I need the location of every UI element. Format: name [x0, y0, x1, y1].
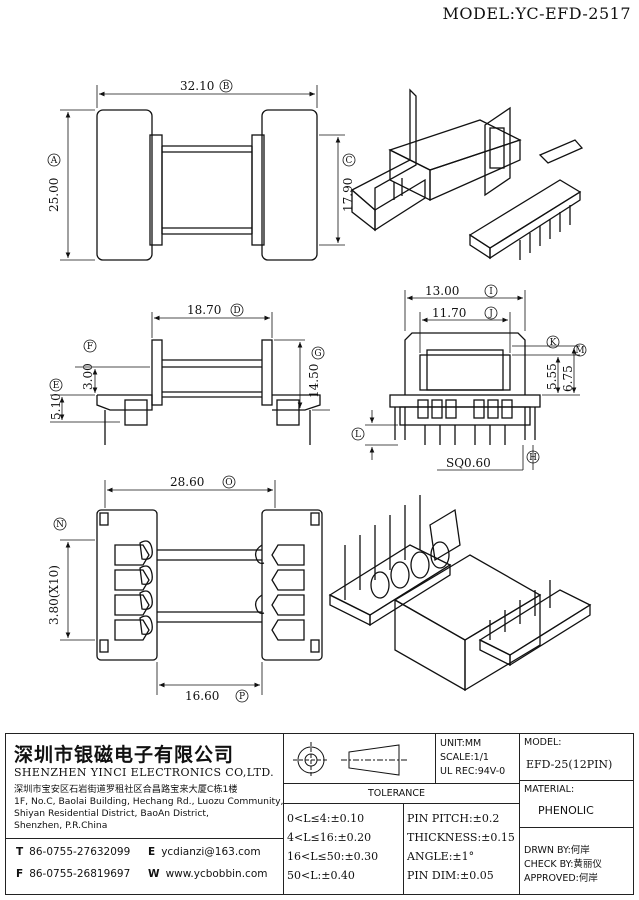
dim-bottom-n: 3.80(X10): [47, 565, 61, 625]
top-view: [96, 109, 318, 261]
ref-h: H: [529, 453, 537, 463]
angle: ANGLE:±1°: [407, 850, 475, 863]
material-value: PHENOLIC: [538, 804, 594, 817]
model-value: EFD-25(12PIN): [526, 758, 613, 771]
ref-o: O: [225, 478, 232, 488]
tol-4: 50<L:±0.40: [287, 869, 355, 882]
ref-j: J: [488, 309, 493, 319]
dim-front-m: 6.75: [561, 365, 575, 392]
tol-2: 4<L≤16:±0.20: [287, 831, 372, 844]
model-label: MODEL:: [524, 737, 562, 748]
address-en-1: 1F, No.C, Baolai Building, Hechang Rd., …: [14, 796, 284, 807]
thickness: THICKNESS:±0.15: [407, 831, 515, 844]
dim-front-k: 5.55: [545, 363, 559, 390]
ref-a: A: [50, 156, 58, 166]
front-view: [389, 332, 541, 445]
ref-g: G: [314, 349, 321, 359]
address-en-2: Shiyan Residential District, BaoAn Distr…: [14, 808, 209, 819]
ul-rec: UL REC:94V-0: [440, 766, 506, 777]
ref-n: N: [56, 520, 64, 530]
company-name-cn: 深圳市银磁电子有限公司: [14, 744, 235, 766]
ref-b: B: [223, 82, 230, 92]
dim-bottom-p: 16.60: [185, 689, 219, 703]
company-name-en: SHENZHEN YINCI ELECTRONICS CO,LTD.: [14, 766, 275, 779]
title-block: 深圳市银磁电子有限公司 SHENZHEN YINCI ELECTRONICS C…: [5, 733, 634, 895]
bottom-view: [96, 509, 323, 661]
projection-symbol: [293, 742, 407, 778]
pin-pitch: PIN PITCH:±0.2: [407, 812, 500, 825]
ref-m: M: [575, 346, 584, 356]
scale: SCALE:1/1: [440, 752, 489, 763]
unit: UNIT:MM: [440, 738, 482, 749]
tolerance-header: TOLERANCE: [368, 788, 426, 799]
dim-top-inner: 17.90: [341, 178, 355, 212]
ref-k: K: [550, 338, 557, 348]
ref-c: C: [346, 156, 353, 166]
dim-side-width: 18.70: [187, 303, 221, 317]
tol-3: 16<L≤50:±0.30: [287, 850, 379, 863]
dim-side-height: 14.50: [307, 364, 321, 398]
dim-front-i: 13.00: [425, 284, 459, 298]
material-label: MATERIAL:: [524, 784, 575, 795]
dim-top-width: 32.10: [180, 79, 214, 93]
isometric-view-bottom: [328, 495, 592, 692]
ref-d: D: [233, 306, 240, 316]
address-cn: 深圳市宝安区石岩街道罗租社区合昌路宝来大厦C栋1楼: [14, 784, 238, 795]
tol-1: 0<L≤4:±0.10: [287, 812, 365, 825]
approved-by: APPROVED:何岸: [524, 873, 598, 884]
dim-side-e: 5.10: [49, 393, 63, 420]
drawn-by: DRWN BY:何岸: [524, 845, 590, 856]
technical-drawing: 32.10 25.00 17.90 18.70 14.50 3.00 5.10 …: [47, 79, 592, 703]
ref-e: E: [53, 381, 60, 391]
pin-dim: PIN DIM:±0.05: [407, 869, 494, 882]
address-en-3: Shenzhen, P.R.China: [14, 820, 108, 831]
dim-front-h: SQ0.60: [446, 456, 491, 470]
dim-side-f: 3.00: [81, 363, 95, 390]
ref-f: F: [87, 342, 93, 352]
dim-top-height: 25.00: [47, 178, 61, 212]
dim-bottom-width: 28.60: [170, 475, 204, 489]
ref-l: L: [355, 430, 361, 440]
check-by: CHECK BY:黄丽仪: [524, 859, 602, 870]
model-header: MODEL:YC-EFD-2517: [442, 4, 631, 23]
isometric-view-top: [350, 88, 584, 260]
side-view: [96, 339, 321, 445]
ref-p: P: [239, 692, 245, 702]
dim-front-j: 11.70: [432, 306, 466, 320]
ref-i: I: [489, 287, 493, 297]
